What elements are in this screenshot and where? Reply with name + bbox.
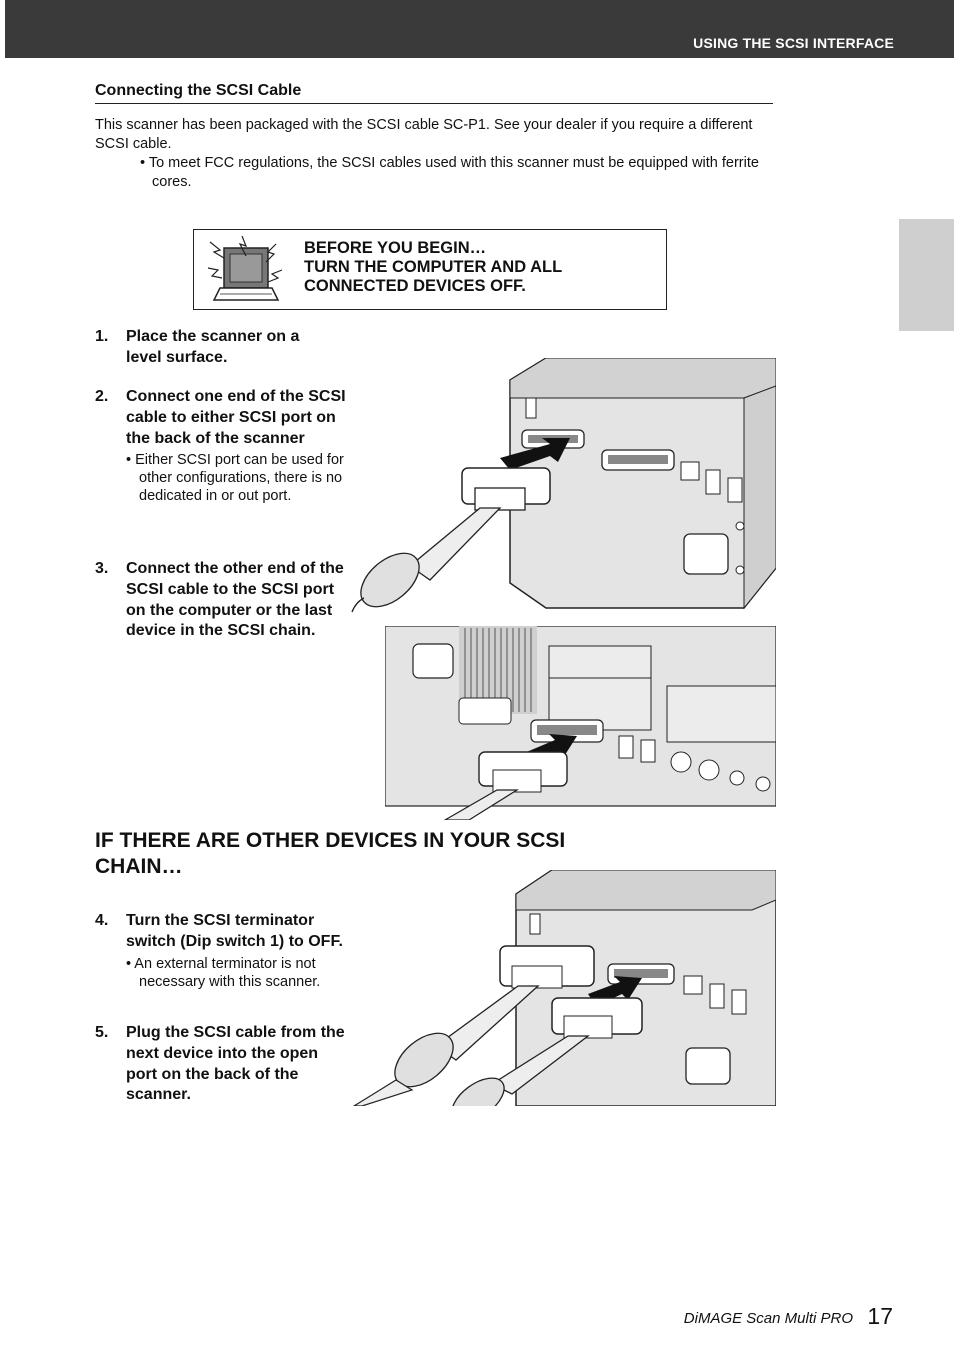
intro-paragraph: This scanner has been packaged with the … — [95, 117, 753, 152]
chapter-tab — [899, 219, 954, 331]
step-2: 2. Connect one end of the SCSI cable to … — [95, 387, 350, 505]
warning-line-3: CONNECTED DEVICES OFF. — [304, 277, 526, 295]
step-number: 2. — [95, 388, 109, 405]
footer-product-name: DiMAGE Scan Multi PRO — [683, 1310, 853, 1327]
header-bar: USING THE SCSI INTERFACE — [5, 0, 954, 58]
computer-warning-icon — [207, 235, 283, 301]
step-3: 3. Connect the other end of the SCSI cab… — [95, 559, 345, 642]
step-number: 4. — [95, 912, 109, 929]
step-note: • Either SCSI port can be used for other… — [126, 452, 344, 505]
computer-port-illustration — [385, 626, 776, 820]
step-number: 1. — [95, 328, 109, 345]
step-text: Connect one end of the SCSI cable to eit… — [126, 388, 346, 447]
step-4: 4. Turn the SCSI terminator switch (Dip … — [95, 911, 345, 991]
step-5: 5. Plug the SCSI cable from the next dev… — [95, 1023, 345, 1106]
fcc-bullet: • To meet FCC regulations, the SCSI cabl… — [140, 155, 759, 190]
step-text: Place the scanner on a level surface. — [126, 328, 300, 366]
step-text: Plug the SCSI cable from the next device… — [126, 1024, 345, 1104]
step-text: Connect the other end of the SCSI cable … — [126, 560, 344, 640]
warning-box: BEFORE YOU BEGIN… TURN THE COMPUTER AND … — [193, 229, 667, 310]
warning-line-2: TURN THE COMPUTER AND ALL — [304, 258, 563, 276]
scanner-connection-illustration — [351, 358, 776, 613]
page-number: 17 — [867, 1303, 893, 1329]
section-heading: Connecting the SCSI Cable — [95, 82, 773, 104]
daisy-chain-illustration — [352, 870, 776, 1106]
warning-text: BEFORE YOU BEGIN… TURN THE COMPUTER AND … — [304, 239, 562, 296]
warning-line-1: BEFORE YOU BEGIN… — [304, 239, 487, 257]
step-text: Turn the SCSI terminator switch (Dip swi… — [126, 912, 343, 950]
step-number: 3. — [95, 560, 109, 577]
step-number: 5. — [95, 1024, 109, 1041]
step-note: • An external terminator is not necessar… — [126, 955, 321, 990]
header-title: USING THE SCSI INTERFACE — [693, 35, 894, 51]
step-1: 1. Place the scanner on a level surface. — [95, 327, 335, 369]
chain-heading: IF THERE ARE OTHER DEVICES IN YOUR SCSI … — [95, 829, 566, 878]
